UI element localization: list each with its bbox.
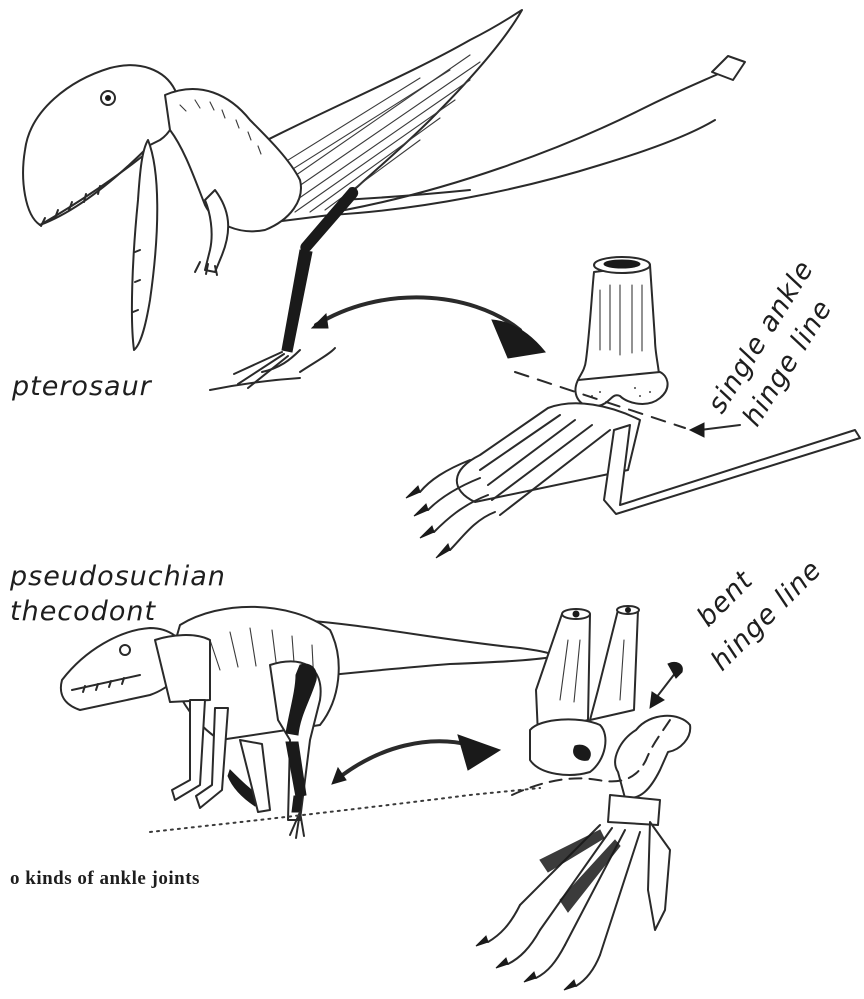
- pointer-arrow: [690, 423, 740, 437]
- curved-arrow-2: [332, 735, 500, 784]
- label-thecodont: thecodont: [10, 596, 156, 627]
- label-pterosaur: pterosaur: [11, 371, 153, 402]
- thecodont-drawing: [61, 607, 556, 838]
- curved-arrow: [312, 297, 545, 358]
- pointer-arrow-2: [650, 662, 682, 708]
- label-pseudosuchian: pseudosuchian: [9, 561, 226, 592]
- figure-caption: o kinds of ankle joints: [10, 868, 200, 889]
- ankle-bent-hinge-drawing: [476, 606, 690, 990]
